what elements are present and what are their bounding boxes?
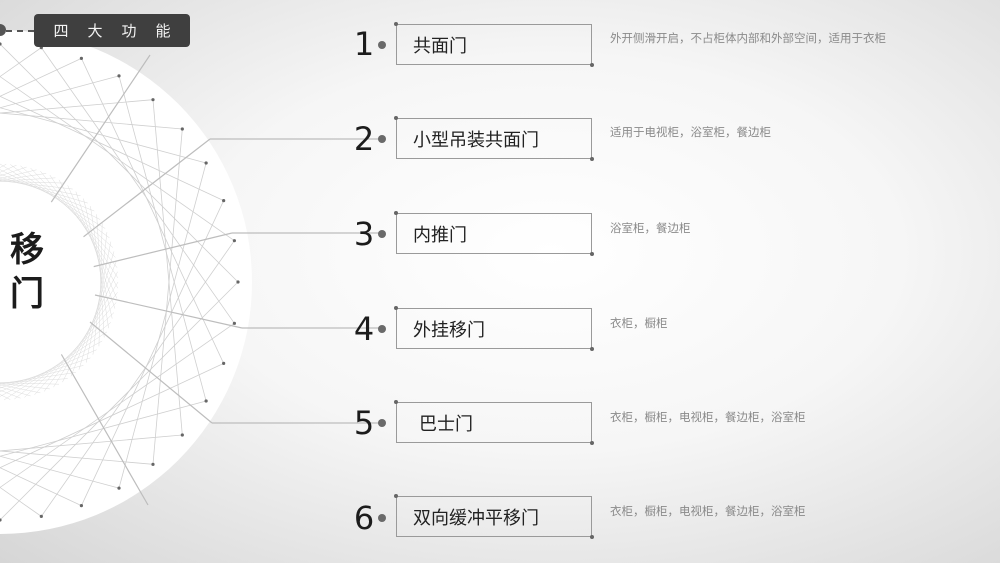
item-bullet: [378, 325, 386, 333]
item-bullet: [378, 419, 386, 427]
item-number: 4: [353, 310, 375, 348]
item-bullet: [378, 230, 386, 238]
section-tag: 四 大 功 能: [34, 14, 190, 47]
tag-char: 能: [155, 22, 171, 40]
item-description: 适用于电视柜，浴室柜，餐边柜: [610, 125, 771, 139]
item-description: 衣柜，橱柜: [610, 316, 668, 330]
tag-char: 功: [121, 22, 137, 40]
center-title-line: 移: [10, 230, 44, 270]
item-description: 外开侧滑开启，不占柜体内部和外部空间，适用于衣柜: [610, 31, 886, 45]
item-number: 1: [353, 25, 375, 63]
tag-char: 大: [87, 22, 103, 40]
item-description: 浴室柜，餐边柜: [610, 221, 691, 235]
item-bullet: [378, 514, 386, 522]
item-number: 2: [353, 120, 375, 158]
item-description: 衣柜，橱柜，电视柜，餐边柜，浴室柜: [610, 504, 806, 518]
item-label-box: 巴士门: [394, 400, 594, 445]
item-label-box: 共面门: [394, 22, 594, 67]
item-bullet: [378, 135, 386, 143]
item-label-box: 内推门: [394, 211, 594, 256]
item-label-box: 双向缓冲平移门: [394, 494, 594, 539]
tag-char: 四: [53, 22, 69, 40]
center-title-line: 门: [10, 274, 44, 314]
item-label-box: 外挂移门: [394, 306, 594, 351]
item-description: 衣柜，橱柜，电视柜，餐边柜，浴室柜: [610, 410, 806, 424]
item-bullet: [378, 41, 386, 49]
item-number: 5: [353, 404, 375, 442]
item-number: 6: [353, 499, 375, 537]
item-number: 3: [353, 215, 375, 253]
tag-connector-line: [6, 30, 34, 32]
item-label-box: 小型吊装共面门: [394, 116, 594, 161]
center-title: 移 门: [10, 228, 54, 316]
tag-connector-dot: [0, 24, 6, 36]
